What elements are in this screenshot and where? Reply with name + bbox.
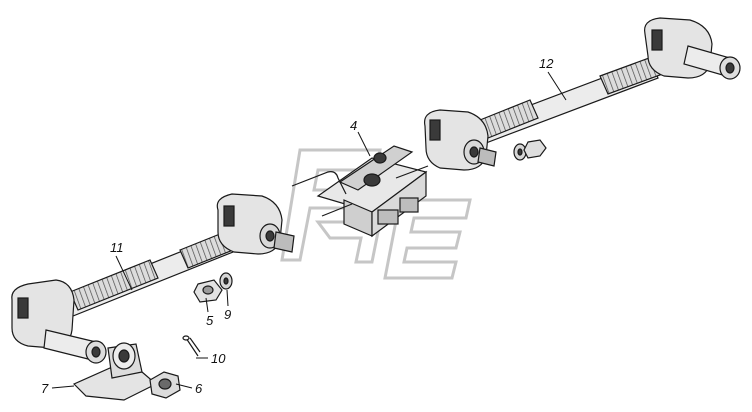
washer-9 (219, 272, 233, 290)
right-tie-rod (469, 53, 669, 147)
callout-11: 11 (110, 240, 124, 255)
center-bracket (291, 145, 429, 238)
right-ball-joint (643, 17, 741, 80)
middle-right-ball-joint (423, 109, 497, 171)
cotter-pin-10 (182, 335, 201, 357)
nut-5 (193, 279, 223, 303)
callout-7: 7 (41, 381, 49, 396)
callout-10: 10 (211, 351, 226, 366)
left-ball-joint (11, 279, 107, 364)
middle-left-ball-joint (216, 193, 295, 255)
castle-nut-6 (149, 371, 181, 399)
callout-5: 5 (206, 313, 214, 328)
callout-9: 9 (224, 307, 231, 322)
bracket-7 (72, 342, 158, 401)
left-tie-rod (59, 229, 239, 319)
callout-12: 12 (539, 56, 554, 71)
callout-6: 6 (195, 381, 203, 396)
callout-4: 4 (350, 118, 357, 133)
leader-lines (51, 71, 567, 389)
right-nut-and-washer (513, 139, 547, 161)
